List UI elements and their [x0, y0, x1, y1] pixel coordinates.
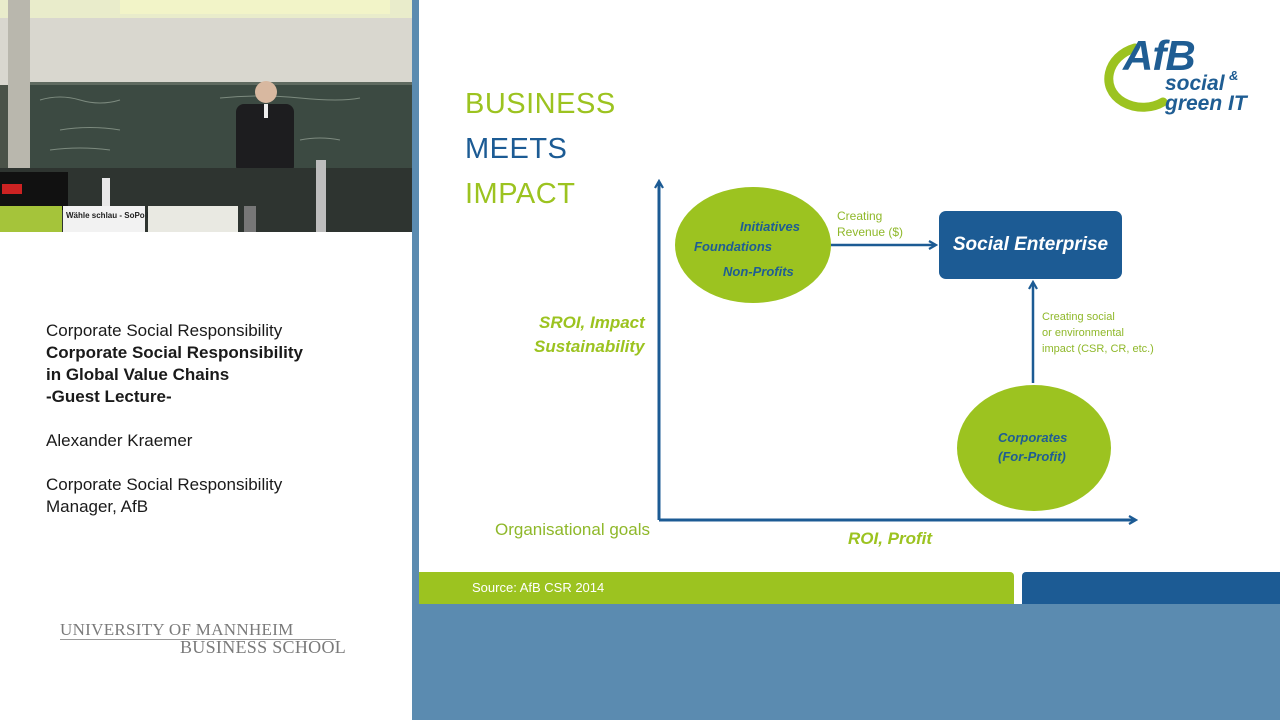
- origin-label: Organisational goals: [495, 520, 650, 539]
- edge-revenue-label-line1: Creating: [837, 209, 883, 223]
- edge-revenue-label-line2: Revenue ($): [837, 225, 904, 239]
- node-initiatives-line3: Non-Profits: [723, 264, 794, 279]
- afb-logo-amp: &: [1229, 68, 1239, 83]
- lecture-title-line3: -Guest Lecture-: [46, 387, 172, 406]
- lecture-title-line1: Corporate Social Responsibility: [46, 343, 303, 362]
- node-social-enterprise: Social Enterprise: [939, 211, 1122, 279]
- node-social-enterprise-label: Social Enterprise: [952, 234, 1109, 255]
- edge-impact-label-line1: Creating social: [1042, 311, 1115, 323]
- poster-text: Wähle schlau - SoPo FBVI: [66, 211, 165, 220]
- speaker-role-line2: Manager, AfB: [46, 497, 149, 516]
- slide-footer-bar: [1022, 572, 1280, 604]
- course-name: Corporate Social Responsibility: [46, 321, 283, 340]
- afb-logo-swoosh-icon: [1104, 43, 1168, 112]
- bottom-band: [419, 604, 1280, 720]
- x-axis-label: ROI, Profit: [848, 529, 933, 548]
- afb-logo-brand: AfB: [1123, 32, 1196, 79]
- university-logo-line1: UNIVERSITY OF MANNHEIM: [60, 620, 294, 639]
- speaker-name: Alexander Kraemer: [46, 431, 193, 450]
- y-axis-label-line1: SROI, Impact: [539, 313, 645, 332]
- node-corporates-ellipse: [957, 385, 1111, 511]
- node-initiatives-line1: Initiatives: [740, 219, 800, 234]
- lecture-info: Corporate Social Responsibility Corporat…: [46, 320, 396, 518]
- node-corporates-line1: Corporates: [998, 430, 1068, 445]
- panel-divider: [412, 0, 419, 720]
- speaker-role-line1: Corporate Social Responsibility: [46, 475, 283, 494]
- source-text: Source: AfB CSR 2014: [472, 580, 605, 595]
- lecture-video[interactable]: Wähle schlau - SoPo FBVI: [0, 0, 412, 232]
- edge-impact-label-line3: impact (CSR, CR, etc.): [1042, 343, 1154, 355]
- slide: BUSINESS MEETS IMPACT AfB social & green…: [419, 0, 1280, 604]
- edge-impact-label-line2: or environmental: [1042, 327, 1124, 339]
- afb-logo: AfB social & green IT: [1101, 32, 1251, 124]
- y-axis-label-line2: Sustainability: [534, 337, 645, 356]
- lecture-title-line2: in Global Value Chains: [46, 365, 230, 384]
- diagram-canvas: [419, 0, 1280, 604]
- slide-title-impact: IMPACT: [465, 178, 576, 210]
- slide-title-business: BUSINESS: [465, 88, 616, 120]
- university-logo: UNIVERSITY OF MANNHEIM BUSINESS SCHOOL: [60, 620, 346, 660]
- slide-footer-source: Source: AfB CSR 2014: [419, 572, 1014, 604]
- afb-logo-tagline1: social: [1165, 72, 1225, 95]
- afb-logo-tagline2: green IT: [1165, 92, 1247, 115]
- node-initiatives-line2: Foundations: [694, 239, 772, 254]
- slide-title-meets: MEETS: [465, 133, 568, 165]
- node-initiatives-ellipse: [675, 187, 831, 303]
- left-panel: Wähle schlau - SoPo FBVI Corporate Socia…: [0, 0, 412, 720]
- node-corporates-line2: (For-Profit): [998, 449, 1066, 464]
- lecture-video-frame: Wähle schlau - SoPo FBVI: [0, 0, 412, 232]
- university-logo-line2: BUSINESS SCHOOL: [180, 637, 347, 657]
